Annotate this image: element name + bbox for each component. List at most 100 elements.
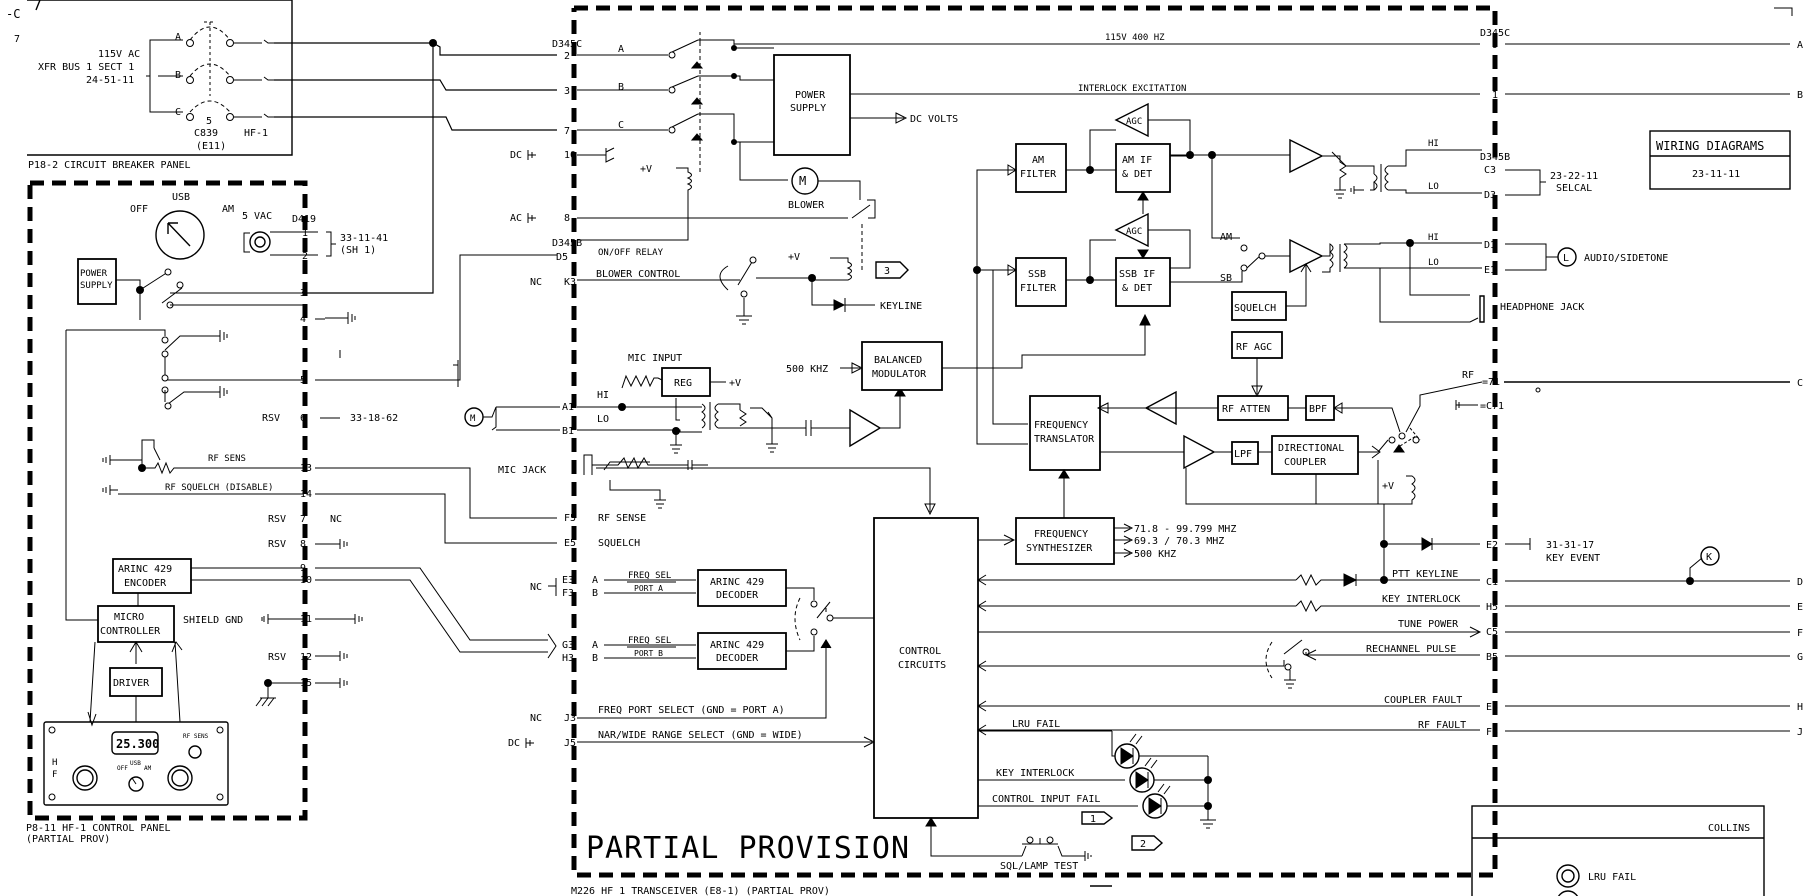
pin-5-label: 5: [300, 375, 306, 386]
pin-h5: H5: [1486, 602, 1498, 613]
mic-amp: [849, 408, 882, 448]
rsv-6: RSV: [262, 413, 280, 424]
pin-10: 10: [300, 575, 312, 586]
collins-lru-label: LRU FAIL: [1588, 872, 1636, 883]
pin-e5: E5: [564, 538, 576, 549]
control-to-transceiver-wiring: [315, 360, 557, 544]
plus-v-relay: +V: [640, 164, 652, 175]
rsv7-nc: NC: [330, 514, 342, 525]
key-event-label: KEY EVENT: [1546, 553, 1600, 564]
mic-m: M: [470, 414, 476, 424]
face-off: OFF: [117, 765, 128, 772]
key-interlock-right: KEY INTERLOCK: [1382, 594, 1460, 605]
selcal-ref: 23-22-11: [1550, 171, 1598, 182]
pin-7: 7: [300, 514, 306, 525]
out-e: E: [1797, 602, 1803, 613]
wiring-diagrams-title: WIRING DIAGRAMS: [1656, 139, 1764, 153]
right-pin-1: 1: [1492, 90, 1498, 101]
transceiver-dashed-outline: [571, 5, 1498, 878]
pin-e1: E1: [1484, 265, 1496, 276]
bpf-box: [1305, 395, 1335, 421]
selcal-hi: HI: [1428, 139, 1439, 149]
dc-volts-arrow: [850, 112, 908, 124]
headphone-jack-label: HEADPHONE JACK: [1500, 302, 1584, 313]
freq-range-2: 69.3 / 70.3 MHZ: [1134, 536, 1224, 547]
fs-label-2: SYNTHESIZER: [1026, 543, 1093, 554]
blower-switch-ground-icon: [736, 298, 752, 325]
control-label-1: CONTROL: [899, 646, 941, 657]
port-b-label: PORT B: [634, 649, 663, 658]
circle-k: [1700, 546, 1720, 566]
mic-input-label: MIC INPUT: [628, 353, 682, 364]
balanced-modulator-box: [861, 341, 943, 391]
right-pin-9: 9: [1492, 40, 1498, 51]
control-panel-face: [43, 721, 229, 806]
rsv6-ref: 33-18-62: [350, 413, 398, 424]
cp-power-supply-label-1: POWER: [80, 269, 108, 279]
pin-d3: D3: [1484, 190, 1496, 201]
dec-b-a: A: [592, 640, 598, 651]
pin-e2: E2: [1486, 540, 1498, 551]
balanced-label-2: MODULATOR: [872, 369, 927, 380]
arinc-decoder-b-box: [697, 632, 787, 670]
cb-source-1: 115V AC: [98, 49, 140, 60]
rf-sense-label: RF SENSE: [598, 513, 646, 524]
knob-am: AM: [222, 204, 234, 215]
driver-box: [109, 667, 163, 697]
collins-inset: COLLINS LRU FAIL: [1090, 805, 1765, 896]
ssb-filter-label-1: SSB: [1028, 269, 1046, 280]
pin-c3: C3: [1484, 165, 1496, 176]
driver-label: DRIVER: [113, 678, 150, 689]
pin-7-t: 7: [564, 126, 570, 137]
am-filter-box: [1015, 143, 1067, 193]
flag-3: [875, 261, 909, 279]
dec-a-label-2: DECODER: [716, 590, 759, 601]
out-c: C: [1797, 378, 1803, 389]
ac-label-8: AC: [510, 213, 522, 224]
pin-k3: K3: [564, 277, 576, 288]
rf-agc-label: RF AGC: [1236, 342, 1272, 353]
circle-l-text: L: [1563, 253, 1569, 264]
cp-power-supply-label-2: SUPPLY: [80, 281, 113, 291]
frequency-display-value: 25.300: [116, 737, 159, 751]
flag-1: [1081, 811, 1114, 825]
rf-sens-label: RF SENS: [208, 454, 246, 464]
letter-a: A: [618, 44, 624, 55]
lamp-vac: 5 VAC: [242, 211, 272, 222]
interlock-excitation: INTERLOCK EXCITATION: [1078, 84, 1186, 94]
dc-label-2: COUPLER: [1284, 457, 1327, 468]
am-if-box: [1115, 143, 1171, 193]
chassis-ground-icon: [255, 682, 303, 707]
selcal-lo: LO: [1428, 182, 1439, 192]
ptt-keyline-label: PTT KEYLINE: [1392, 569, 1458, 580]
hf1-control-panel: OFF USB AM 5 VAC D419 1 2 33-11-41 (SH 1…: [26, 180, 557, 845]
arinc-decoder-a-box: [697, 569, 787, 607]
pin-9: 9: [300, 563, 306, 574]
arinc-encoder-label-2: ENCODER: [124, 578, 167, 589]
ssb-if-label-1: SSB IF: [1119, 269, 1155, 280]
ft-label-1: FREQUENCY: [1034, 420, 1088, 431]
ssb-if-label-2: & DET: [1122, 283, 1152, 294]
pin-b1: B1: [562, 426, 574, 437]
face-rf-sens: RF SENS: [183, 733, 209, 740]
pin-2-t: 2: [564, 51, 570, 62]
audio-lo: LO: [1428, 258, 1439, 268]
freq-port-select: FREQ PORT SELECT (GND = PORT A): [598, 705, 785, 716]
am-filter-label-2: FILTER: [1020, 169, 1057, 180]
corner-mark: [35, 0, 41, 11]
letter-c: C: [618, 120, 624, 131]
out-d: D: [1797, 577, 1803, 588]
rf-fault-label: RF FAULT: [1418, 720, 1466, 731]
sb-switch-label: SB: [1220, 273, 1232, 284]
frequency-translator-box: [1029, 395, 1101, 471]
pin-6: 6: [300, 413, 306, 424]
cb-breaker-name: HF-1: [244, 128, 268, 139]
pin-f3: F3: [562, 588, 574, 599]
arinc-bus-lines: [315, 567, 548, 653]
audio-sidetone-label: AUDIO/SIDETONE: [1584, 253, 1668, 264]
pin-3-t: 3: [564, 86, 570, 97]
flag-2-text: 2: [1140, 839, 1146, 850]
on-off-relay-label: ON/OFF RELAY: [598, 248, 664, 258]
circle-k-text: K: [1706, 552, 1712, 563]
